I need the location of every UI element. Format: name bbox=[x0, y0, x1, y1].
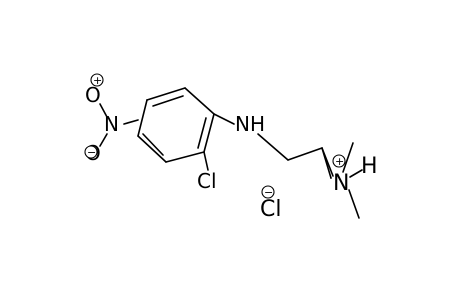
chloride-label: Cl bbox=[260, 197, 281, 222]
negative-charge-icon: − bbox=[84, 145, 98, 159]
benzene-ring bbox=[137, 87, 215, 163]
svg-text:+: + bbox=[335, 155, 344, 168]
ring-to-nh-bond bbox=[213, 113, 235, 125]
positive-charge-icon: + bbox=[90, 73, 104, 87]
svg-text:−: − bbox=[264, 186, 273, 199]
ammonium-h-label: H bbox=[361, 154, 378, 179]
methyl-bond-lower bbox=[348, 189, 360, 219]
svg-text:+: + bbox=[93, 74, 102, 87]
nitro-n-o-bottom-bond bbox=[99, 133, 108, 147]
ring-to-nitro-bond bbox=[123, 119, 139, 125]
ring-double-bond bbox=[197, 117, 207, 149]
positive-charge-icon: + bbox=[332, 154, 346, 168]
chain-bond bbox=[257, 133, 289, 161]
methyl-bond-upper bbox=[342, 142, 354, 173]
ring-bond bbox=[137, 135, 167, 163]
chain-to-ammonium-bond bbox=[321, 147, 334, 177]
negative-charge-icon: − bbox=[261, 185, 275, 199]
nitro-n-label: N bbox=[104, 112, 119, 136]
ring-double-bond bbox=[142, 133, 164, 156]
svg-text:−: − bbox=[87, 146, 96, 159]
ring-to-cl-bond bbox=[203, 151, 209, 171]
ring-bond bbox=[184, 87, 215, 115]
nitro-o-top-label: O bbox=[85, 83, 101, 107]
ring-bond bbox=[165, 151, 205, 163]
amine-nh-label: NH bbox=[235, 112, 265, 136]
chloro-label: Cl bbox=[197, 169, 217, 193]
ammonium-h-bond bbox=[349, 169, 363, 178]
chain-bond bbox=[287, 147, 323, 161]
ring-double-bond bbox=[152, 95, 184, 107]
nitro-n-o-top-bond bbox=[99, 103, 108, 118]
ring-bond bbox=[146, 87, 186, 101]
ring-bond bbox=[203, 113, 215, 153]
ammonium-n-label: N bbox=[333, 171, 349, 196]
ring-bond bbox=[137, 99, 148, 137]
